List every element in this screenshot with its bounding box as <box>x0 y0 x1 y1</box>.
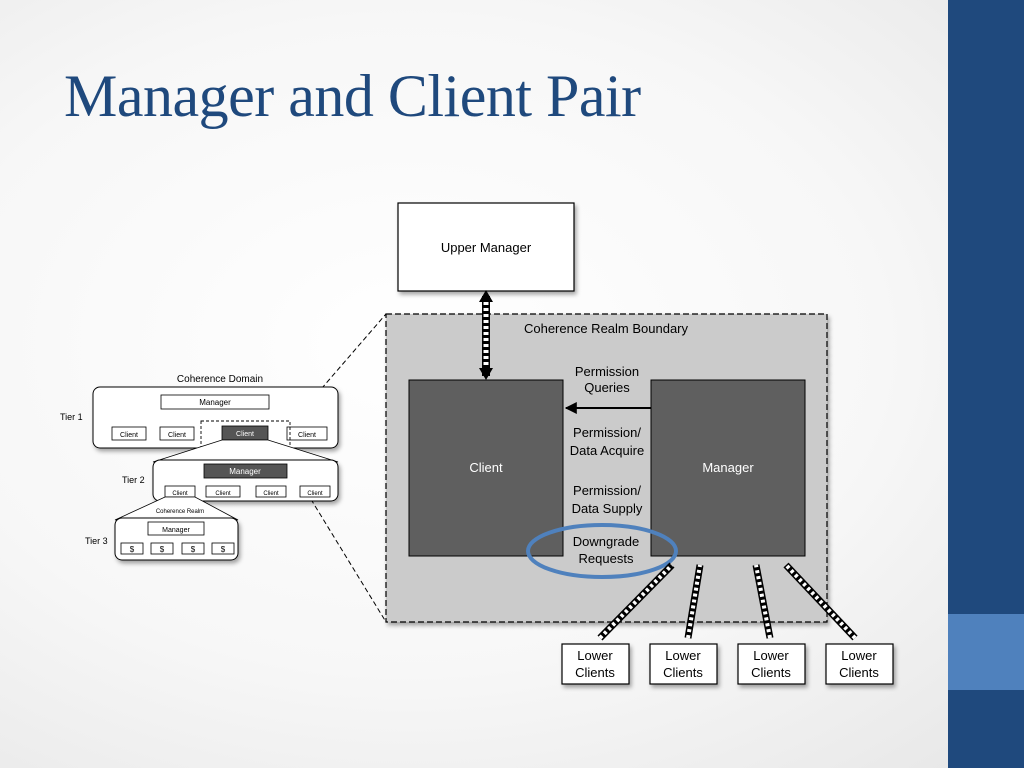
tier3-manager <box>147 521 205 536</box>
manager-label: Manager <box>702 460 754 475</box>
tier3-cache-2 <box>150 542 174 555</box>
tier2-box <box>152 459 339 502</box>
tier2-client-3-label: Client <box>263 491 279 497</box>
tier3-box <box>114 517 239 561</box>
tier2-manager-label: Manager <box>229 467 261 476</box>
msg-permission-queries-1: Permission <box>575 364 639 379</box>
tier3-cache-3 <box>181 542 205 555</box>
lower-client-3: Lower Clients <box>737 643 806 685</box>
lower-arrow-3 <box>752 564 774 639</box>
highlight-ellipse <box>526 523 678 579</box>
slide-title: Manager and Client Pair <box>64 63 641 129</box>
lower-client-1-line2: Clients <box>575 665 615 680</box>
lower-client-4-line2: Clients <box>839 665 879 680</box>
msg-data-acquire-2: Data Acquire <box>570 443 644 458</box>
lower-client-4: Lower Clients <box>825 643 894 685</box>
tier1-client-1 <box>111 426 147 441</box>
tier2-realm-label: Coherence Realm <box>156 509 204 515</box>
client-box <box>408 379 564 557</box>
tier1-client-2-label: Client <box>168 432 186 439</box>
tier3-funnel <box>114 496 239 521</box>
msg-data-supply-1: Permission/ <box>573 483 641 498</box>
tier1-client-2 <box>159 426 195 441</box>
msg-permission-queries-2: Queries <box>584 380 630 395</box>
tier1-label: Tier 1 <box>60 412 83 422</box>
tier3-cache-4 <box>211 542 235 555</box>
tier3-manager-label: Manager <box>162 527 190 534</box>
tier3-label: Tier 3 <box>85 536 108 546</box>
lower-client-4-line1: Lower <box>841 648 877 663</box>
tier2-manager <box>203 463 288 479</box>
right-accent-block <box>948 614 1024 690</box>
tier2-client-3 <box>255 485 287 498</box>
lower-client-2-line1: Lower <box>665 648 701 663</box>
domain-label: Coherence Domain <box>177 374 263 385</box>
lower-client-3-line1: Lower <box>753 648 789 663</box>
tier3-cache-1 <box>120 542 144 555</box>
tier1-client-4 <box>286 426 328 441</box>
hierarchy-diagram: Coherence Domain Tier 1 Manager Client C… <box>60 374 339 561</box>
msg-downgrade-1: Downgrade <box>573 534 640 549</box>
msg-data-acquire-1: Permission/ <box>573 425 641 440</box>
tier3-cache-2-label: $ <box>160 545 165 554</box>
tier1-client-3-label: Client <box>236 431 254 438</box>
tier2-client-2 <box>205 485 241 498</box>
tier1-manager-label: Manager <box>199 398 231 407</box>
lower-arrow-4 <box>783 562 858 641</box>
lower-arrow-1 <box>597 562 675 641</box>
lower-client-1-line1: Lower <box>577 648 613 663</box>
msg-downgrade-2: Requests <box>579 551 634 566</box>
tier2-client-2-label: Client <box>215 491 231 497</box>
tier2-funnel <box>152 439 339 463</box>
lower-client-2-line2: Clients <box>663 665 703 680</box>
lower-client-3-line2: Clients <box>751 665 791 680</box>
lower-client-1: Lower Clients <box>561 643 630 685</box>
realm-boundary-label: Coherence Realm Boundary <box>524 321 689 336</box>
lower-client-arrows <box>597 562 858 641</box>
tier1-client-1-label: Client <box>120 432 138 439</box>
lower-client-2: Lower Clients <box>649 643 718 685</box>
client-label: Client <box>469 460 503 475</box>
upper-manager-label: Upper Manager <box>441 240 532 255</box>
msg-data-supply-2: Data Supply <box>572 501 643 516</box>
tier2-client-4-label: Client <box>307 491 323 497</box>
tier2-label: Tier 2 <box>122 475 145 485</box>
tier1-client-4-label: Client <box>298 432 316 439</box>
tier3-cache-1-label: $ <box>130 545 135 554</box>
tier2-client-4 <box>299 485 331 498</box>
tier1-manager <box>160 394 270 410</box>
tier3-cache-3-label: $ <box>191 545 196 554</box>
upper-link-arrow <box>479 290 493 380</box>
manager-box <box>650 379 806 557</box>
upper-manager-box <box>397 202 575 292</box>
tier2-client-1-label: Client <box>172 491 188 497</box>
lower-arrow-2 <box>684 564 704 639</box>
zoom-line-bottom <box>289 464 387 623</box>
tier3-cache-4-label: $ <box>221 545 226 554</box>
